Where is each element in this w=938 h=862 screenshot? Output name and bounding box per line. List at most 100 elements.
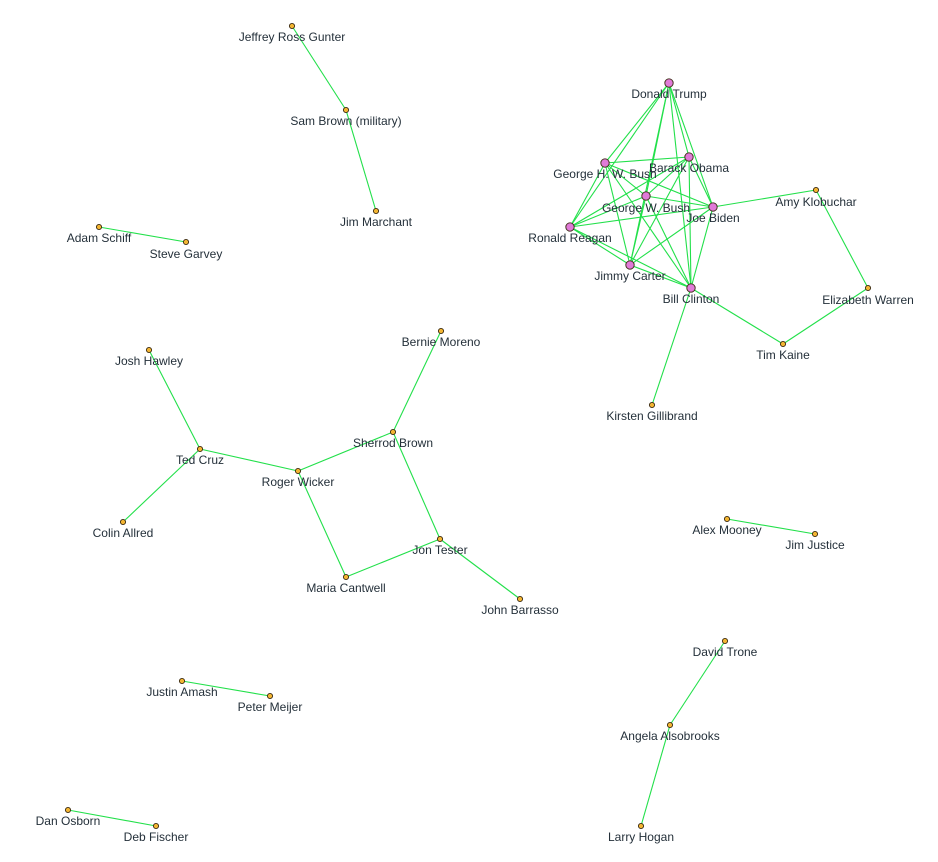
node-dot-jim_justice[interactable] bbox=[811, 530, 819, 538]
edge-dan_osborn-deb_fischer bbox=[67, 809, 157, 827]
node-dot-amy_klobuchar[interactable] bbox=[812, 186, 820, 194]
node-label-larry_hogan: Larry Hogan bbox=[608, 830, 674, 844]
edge-alex_mooney-jim_justice bbox=[726, 518, 816, 535]
node-david_trone[interactable]: David Trone bbox=[693, 637, 758, 659]
edge-barack_obama-joe_biden bbox=[688, 156, 714, 208]
node-josh_hawley[interactable]: Josh Hawley bbox=[115, 346, 183, 368]
edge-donald_trump-barack_obama bbox=[668, 82, 690, 158]
edge-joe_biden-bill_clinton bbox=[690, 206, 714, 289]
node-dot-george_w_bush[interactable] bbox=[641, 191, 651, 201]
node-dot-josh_hawley[interactable] bbox=[145, 346, 153, 354]
node-dot-dan_osborn[interactable] bbox=[64, 806, 72, 814]
node-dot-angela_alsobrooks[interactable] bbox=[666, 721, 674, 729]
node-justin_amash[interactable]: Justin Amash bbox=[146, 677, 218, 699]
node-colin_allred[interactable]: Colin Allred bbox=[93, 518, 154, 540]
node-dot-jim_marchant[interactable] bbox=[372, 207, 380, 215]
node-dot-tim_kaine[interactable] bbox=[779, 340, 787, 348]
node-ted_cruz[interactable]: Ted Cruz bbox=[176, 445, 224, 467]
node-dot-kirsten_gillibrand[interactable] bbox=[648, 401, 656, 409]
node-ronald_reagan[interactable]: Ronald Reagan bbox=[528, 222, 612, 245]
node-dot-adam_schiff[interactable] bbox=[95, 223, 103, 231]
node-jeffrey_ross_gunter[interactable]: Jeffrey Ross Gunter bbox=[239, 22, 346, 44]
node-dot-justin_amash[interactable] bbox=[178, 677, 186, 685]
node-george_w_bush[interactable]: George W. Bush bbox=[602, 191, 690, 215]
node-larry_hogan[interactable]: Larry Hogan bbox=[608, 822, 674, 844]
edge-ronald_reagan-jimmy_carter bbox=[569, 226, 631, 266]
edge-donald_trump-bill_clinton bbox=[668, 82, 692, 289]
node-dot-donald_trump[interactable] bbox=[664, 78, 674, 88]
edge-bill_clinton-tim_kaine bbox=[690, 287, 784, 345]
node-dot-alex_mooney[interactable] bbox=[723, 515, 731, 523]
node-dot-deb_fischer[interactable] bbox=[152, 822, 160, 830]
edge-barack_obama-george_w_bush bbox=[645, 156, 690, 197]
edge-ronald_reagan-bill_clinton bbox=[569, 226, 692, 289]
node-george_hw_bush[interactable]: George H. W. Bush bbox=[553, 158, 657, 181]
node-dot-ronald_reagan[interactable] bbox=[565, 222, 575, 232]
node-label-deb_fischer: Deb Fischer bbox=[124, 830, 189, 844]
node-joe_biden[interactable]: Joe Biden bbox=[686, 202, 740, 225]
node-dot-jon_tester[interactable] bbox=[436, 535, 444, 543]
node-steve_garvey[interactable]: Steve Garvey bbox=[150, 238, 223, 261]
node-dot-peter_meijer[interactable] bbox=[266, 692, 274, 700]
node-label-sam_brown: Sam Brown (military) bbox=[290, 114, 401, 128]
node-kirsten_gillibrand[interactable]: Kirsten Gillibrand bbox=[606, 401, 698, 423]
node-amy_klobuchar[interactable]: Amy Klobuchar bbox=[775, 186, 857, 209]
node-label-steve_garvey: Steve Garvey bbox=[150, 247, 223, 261]
node-dot-david_trone[interactable] bbox=[721, 637, 729, 645]
node-john_barrasso[interactable]: John Barrasso bbox=[481, 595, 559, 617]
node-jon_tester[interactable]: Jon Tester bbox=[412, 535, 468, 557]
node-dot-roger_wicker[interactable] bbox=[294, 467, 302, 475]
node-donald_trump[interactable]: Donald Trump bbox=[631, 78, 707, 101]
node-jim_marchant[interactable]: Jim Marchant bbox=[340, 207, 413, 229]
node-dan_osborn[interactable]: Dan Osborn bbox=[36, 806, 101, 828]
node-dot-elizabeth_warren[interactable] bbox=[864, 284, 872, 292]
node-label-bill_clinton: Bill Clinton bbox=[663, 292, 720, 306]
node-dot-barack_obama[interactable] bbox=[684, 152, 694, 162]
node-dot-bernie_moreno[interactable] bbox=[437, 327, 445, 335]
node-dot-george_hw_bush[interactable] bbox=[600, 158, 610, 168]
edge-george_w_bush-jimmy_carter bbox=[629, 195, 647, 266]
node-sam_brown[interactable]: Sam Brown (military) bbox=[290, 106, 402, 128]
node-dot-joe_biden[interactable] bbox=[708, 202, 718, 212]
edge-jon_tester-john_barrasso bbox=[439, 538, 521, 600]
node-jim_justice[interactable]: Jim Justice bbox=[785, 530, 845, 552]
node-tim_kaine[interactable]: Tim Kaine bbox=[756, 340, 810, 362]
node-deb_fischer[interactable]: Deb Fischer bbox=[124, 822, 189, 844]
node-dot-maria_cantwell[interactable] bbox=[342, 573, 350, 581]
node-dot-john_barrasso[interactable] bbox=[516, 595, 524, 603]
node-label-donald_trump: Donald Trump bbox=[631, 87, 707, 101]
edge-george_hw_bush-barack_obama bbox=[604, 156, 690, 164]
edge-roger_wicker-maria_cantwell bbox=[297, 470, 347, 578]
node-dot-ted_cruz[interactable] bbox=[196, 445, 204, 453]
node-angela_alsobrooks[interactable]: Angela Alsobrooks bbox=[620, 721, 720, 743]
node-label-elizabeth_warren: Elizabeth Warren bbox=[822, 293, 914, 307]
node-label-sherrod_brown: Sherrod Brown bbox=[353, 436, 433, 450]
edge-jeffrey_ross_gunter-sam_brown bbox=[291, 25, 347, 111]
node-alex_mooney[interactable]: Alex Mooney bbox=[692, 515, 762, 537]
node-dot-colin_allred[interactable] bbox=[119, 518, 127, 526]
node-dot-jeffrey_ross_gunter[interactable] bbox=[288, 22, 296, 30]
node-roger_wicker[interactable]: Roger Wicker bbox=[262, 467, 335, 489]
node-barack_obama[interactable]: Barack Obama bbox=[649, 152, 729, 175]
node-dot-jimmy_carter[interactable] bbox=[625, 260, 635, 270]
node-dot-bill_clinton[interactable] bbox=[686, 283, 696, 293]
edge-donald_trump-joe_biden bbox=[668, 82, 714, 208]
node-dot-sherrod_brown[interactable] bbox=[389, 428, 397, 436]
node-jimmy_carter[interactable]: Jimmy Carter bbox=[594, 260, 666, 283]
node-elizabeth_warren[interactable]: Elizabeth Warren bbox=[822, 284, 914, 307]
node-dot-steve_garvey[interactable] bbox=[182, 238, 190, 246]
edge-sherrod_brown-jon_tester bbox=[392, 431, 441, 540]
node-maria_cantwell[interactable]: Maria Cantwell bbox=[306, 573, 386, 595]
node-bill_clinton[interactable]: Bill Clinton bbox=[663, 283, 720, 306]
node-adam_schiff[interactable]: Adam Schiff bbox=[67, 223, 132, 245]
node-sherrod_brown[interactable]: Sherrod Brown bbox=[353, 428, 433, 450]
edge-barack_obama-ronald_reagan bbox=[569, 156, 690, 228]
edge-joe_biden-amy_klobuchar bbox=[712, 189, 817, 208]
edge-donald_trump-george_hw_bush bbox=[604, 82, 670, 164]
node-bernie_moreno[interactable]: Bernie Moreno bbox=[402, 327, 481, 349]
node-dot-larry_hogan[interactable] bbox=[637, 822, 645, 830]
edge-maria_cantwell-jon_tester bbox=[345, 538, 441, 578]
node-peter_meijer[interactable]: Peter Meijer bbox=[238, 692, 303, 714]
node-dot-sam_brown[interactable] bbox=[342, 106, 350, 114]
